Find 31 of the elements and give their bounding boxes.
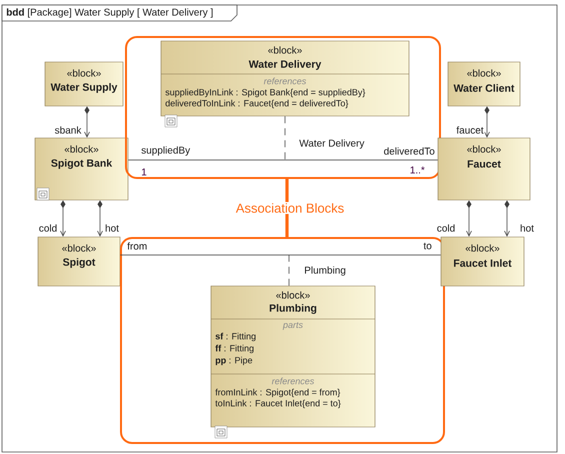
- block-box: «block» Faucet: [438, 138, 530, 200]
- role-label: 1: [142, 168, 146, 176]
- edge-label: Water Delivery: [298, 138, 366, 150]
- block-box: «block» Spigot: [38, 236, 120, 286]
- block-box: «block» Water Delivery references suppliedByInLink : Spigot Bank{end = suppliedBy} deliveredToInLink : Faucet{end = deliveredTo}: [160, 40, 410, 128]
- edge-label: hot: [519, 223, 535, 233]
- role-label: 1..*: [410, 166, 425, 174]
- callout-text: Association Blocks: [234, 202, 346, 214]
- edge-label: sbank: [54, 125, 82, 135]
- role-label: to: [424, 242, 432, 250]
- block-box: «block» Water Supply: [44, 62, 124, 106]
- block-box: «block» Spigot Bank: [34, 138, 128, 200]
- callout-line: [285, 214, 289, 237]
- connector-line: [284, 116, 286, 160]
- connector-line: [120, 254, 442, 256]
- frame-heading: bdd [Package] Water Supply [ Water Delivery ]: [2, 4, 238, 22]
- block-box: «block» Plumbing parts sf : Fitting ff : Fitting pp : Pipe references fromInLink : Spigot{end = from} toInLink : Faucet Inlet{end = to}: [210, 286, 376, 438]
- block-box: «block» Water Client: [448, 62, 520, 106]
- edge-label: faucet: [455, 125, 485, 135]
- role-label: deliveredTo: [384, 147, 434, 155]
- role-label: suppliedBy: [141, 146, 190, 156]
- edge-label: cold: [436, 223, 456, 233]
- block-box: «block» Faucet Inlet: [440, 236, 524, 286]
- connector-line: [288, 254, 290, 286]
- role-label: from: [127, 242, 147, 250]
- edge-label: Plumbing: [303, 265, 347, 277]
- highlight-frame: [125, 36, 441, 179]
- edge-label: hot: [104, 223, 120, 233]
- edge-label: cold: [38, 223, 58, 233]
- highlight-frame: [120, 237, 445, 444]
- callout-line: [285, 179, 289, 202]
